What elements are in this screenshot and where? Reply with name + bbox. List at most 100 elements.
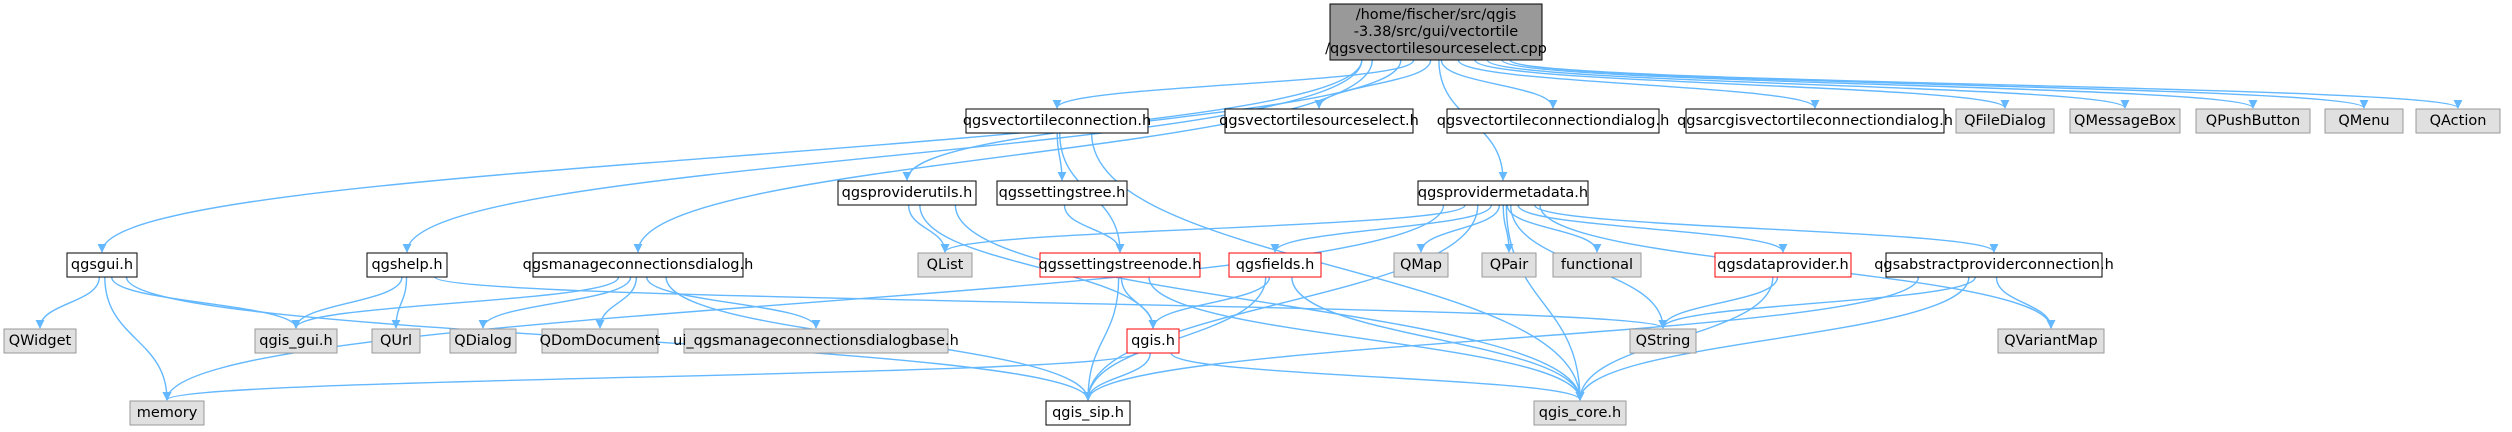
edge-qgsgui-h-to-memory [104, 276, 172, 401]
edge-qgis-h-to-memory [162, 352, 1136, 401]
node-label: qgsprovidermetadata.h [1418, 185, 1588, 201]
edge-qgsgui-h-to-qwidget [35, 276, 101, 329]
node-box [2324, 108, 2404, 134]
node-box [449, 328, 517, 354]
edge-qgis-h-to-qgis-sip-h [1083, 352, 1151, 401]
node-qdomdocument[interactable]: QDomDocument [540, 328, 661, 354]
node-label: -3.38/src/gui/vectortile [1354, 24, 1518, 40]
edge-qgsprovidermetadata-h-to-qgis-sip-h [1083, 204, 1479, 401]
node-box [1885, 252, 2103, 278]
node-label: QUrl [380, 333, 412, 349]
node-qvariantmap[interactable]: QVariantMap [1997, 328, 2105, 354]
node-label: qgis.h [1131, 333, 1175, 349]
node-qgsvectortileconnection-h[interactable]: qgsvectortileconnection.h [963, 108, 1151, 134]
node-box [837, 180, 977, 206]
node-box [917, 252, 973, 278]
node-label: qgsarcgisvectortileconnectiondialog.h [1677, 113, 1953, 129]
node-label: memory [137, 405, 198, 421]
node-qmessagebox[interactable]: QMessageBox [2069, 108, 2181, 134]
node-qfiledialog[interactable]: QFileDialog [1955, 108, 2055, 134]
node-label: ui_qgsmanageconnectionsdialogbase.h [673, 333, 959, 349]
node-label: QDialog [454, 333, 512, 349]
edge-qgsgui-h-to-qgis-gui-h [110, 276, 301, 329]
node-qwidget[interactable]: QWidget [3, 328, 77, 354]
node-functional[interactable]: functional [1552, 252, 1642, 278]
node-qlist[interactable]: QList [917, 252, 973, 278]
node-box [1045, 400, 1131, 426]
node-qgis-sip-h[interactable]: qgis_sip.h [1045, 400, 1131, 426]
node-box [532, 252, 744, 278]
edge-qgssettingstree-h-to-qgssettingstreenode-h [1063, 204, 1125, 253]
edge-qgsprovidermetadata-h-to-qlist [940, 204, 1466, 253]
node-box [1228, 252, 1322, 278]
node-box [1552, 252, 1642, 278]
edge-qgsmanageconnectionsdialog-h-to-ui-qgsmanageconnectionsdialogbase-h [646, 276, 821, 329]
node-qgsabstractproviderconnection-h[interactable]: qgsabstractproviderconnection.h [1874, 252, 2114, 278]
node-qpushbutton[interactable]: QPushButton [2195, 108, 2311, 134]
node-qgsvectortilesourceselect-h[interactable]: qgsvectortilesourceselect.h [1219, 108, 1419, 134]
node-label: qgsabstractproviderconnection.h [1874, 257, 2114, 273]
edge-qgsfields-h-to-qgis-core-h [1291, 276, 1585, 401]
edge-qgsmanageconnectionsdialog-h-to-qdialog [478, 276, 632, 329]
edge-root-to-qgsvectortilesourceselect-h [1314, 59, 1432, 109]
edge-qgsprovidermetadata-h-to-qmap [1416, 204, 1501, 253]
node-qmap[interactable]: QMap [1393, 252, 1449, 278]
edge-qgsprovidermetadata-h-to-qgis-core-h [1505, 204, 1585, 401]
node-qdialog[interactable]: QDialog [449, 328, 517, 354]
node-box [1039, 252, 1201, 278]
node-qgssettingstreenode-h[interactable]: qgssettingstreenode.h [1039, 252, 1202, 278]
node-qstring[interactable]: QString [1629, 328, 1697, 354]
edge-root-to-qaction [1509, 59, 2463, 109]
edge-qgsprovidermetadata-h-to-qpair [1502, 204, 1514, 253]
node-qgsarcgisvectortileconnectiondialog-h[interactable]: qgsarcgisvectortileconnectiondialog.h [1677, 108, 1953, 134]
node-box [1393, 252, 1449, 278]
node-label: qgsvectortileconnection.h [963, 113, 1151, 129]
edge-root-to-qgsarcgisvectortileconnectiondialog-h [1457, 59, 1820, 109]
node-qgsproviderutils-h[interactable]: qgsproviderutils.h [837, 180, 977, 206]
node-label: qgssettingstree.h [999, 185, 1126, 201]
node-label: qgsproviderutils.h [842, 185, 973, 201]
node-label: qgsgui.h [71, 257, 133, 273]
node-label: QString [1636, 333, 1691, 349]
node-label: QDomDocument [540, 333, 661, 349]
edge-root-to-qgsmanageconnectionsdialog-h [633, 59, 1373, 253]
edge-qgsmanageconnectionsdialog-h-to-qdomdocument [595, 276, 638, 329]
node-qgsprovidermetadata-h[interactable]: qgsprovidermetadata.h [1417, 180, 1589, 206]
edge-qgssettingstreenode-h-to-qgis-h [1120, 276, 1158, 329]
node-qgssettingstree-h[interactable]: qgssettingstree.h [996, 180, 1128, 206]
node-qpair[interactable]: QPair [1481, 252, 1537, 278]
node-box [2069, 108, 2181, 134]
node-qgis-gui-h[interactable]: qgis_gui.h [254, 328, 338, 354]
node-qgsmanageconnectionsdialog-h[interactable]: qgsmanageconnectionsdialog.h [523, 252, 754, 278]
node-qgshelp-h[interactable]: qgshelp.h [366, 252, 448, 278]
node-box [1955, 108, 2055, 134]
node-label: QMessageBox [2074, 113, 2176, 129]
edge-qgsprovidermetadata-h-to-qgsfields-h [1270, 204, 1492, 253]
node-box [371, 328, 421, 354]
node-box [1329, 3, 1543, 61]
node-qurl[interactable]: QUrl [371, 328, 421, 354]
dependency-nodes: /home/fischer/src/qgis-3.38/src/gui/vect… [3, 3, 2501, 426]
node-qmenu[interactable]: QMenu [2324, 108, 2404, 134]
node-memory[interactable]: memory [129, 400, 205, 426]
node-qgsfields-h[interactable]: qgsfields.h [1228, 252, 1322, 278]
node-qgis-core-h[interactable]: qgis_core.h [1533, 400, 1627, 426]
node-qgsgui-h[interactable]: qgsgui.h [66, 252, 138, 278]
edge-root-to-qgsgui-h [97, 59, 1363, 253]
node-root: /home/fischer/src/qgis-3.38/src/gui/vect… [1325, 3, 1547, 61]
edge-root-to-qgsproviderutils-h [902, 59, 1402, 181]
node-qaction[interactable]: QAction [2415, 108, 2501, 134]
node-qgsdataprovider-h[interactable]: qgsdataprovider.h [1714, 252, 1852, 278]
node-box [996, 180, 1128, 206]
node-ui-qgsmanageconnectionsdialogbase-h[interactable]: ui_qgsmanageconnectionsdialogbase.h [673, 328, 959, 354]
node-qgsvectortileconnectiondialog-h[interactable]: qgsvectortileconnectiondialog.h [1437, 108, 1670, 134]
edge-root-to-qgshelp-h [402, 59, 1363, 253]
node-label: qgsvectortilesourceselect.h [1219, 113, 1419, 129]
edge-qgshelp-h-to-qstring [434, 276, 1668, 329]
node-box [683, 328, 949, 354]
edge-qgsprovidermetadata-h-to-qgsdataprovider-h [1517, 204, 1788, 253]
node-box [1417, 180, 1589, 206]
node-label: QPushButton [2206, 113, 2300, 129]
node-label: qgsdataprovider.h [1717, 257, 1849, 273]
node-qgis-h[interactable]: qgis.h [1126, 328, 1180, 354]
